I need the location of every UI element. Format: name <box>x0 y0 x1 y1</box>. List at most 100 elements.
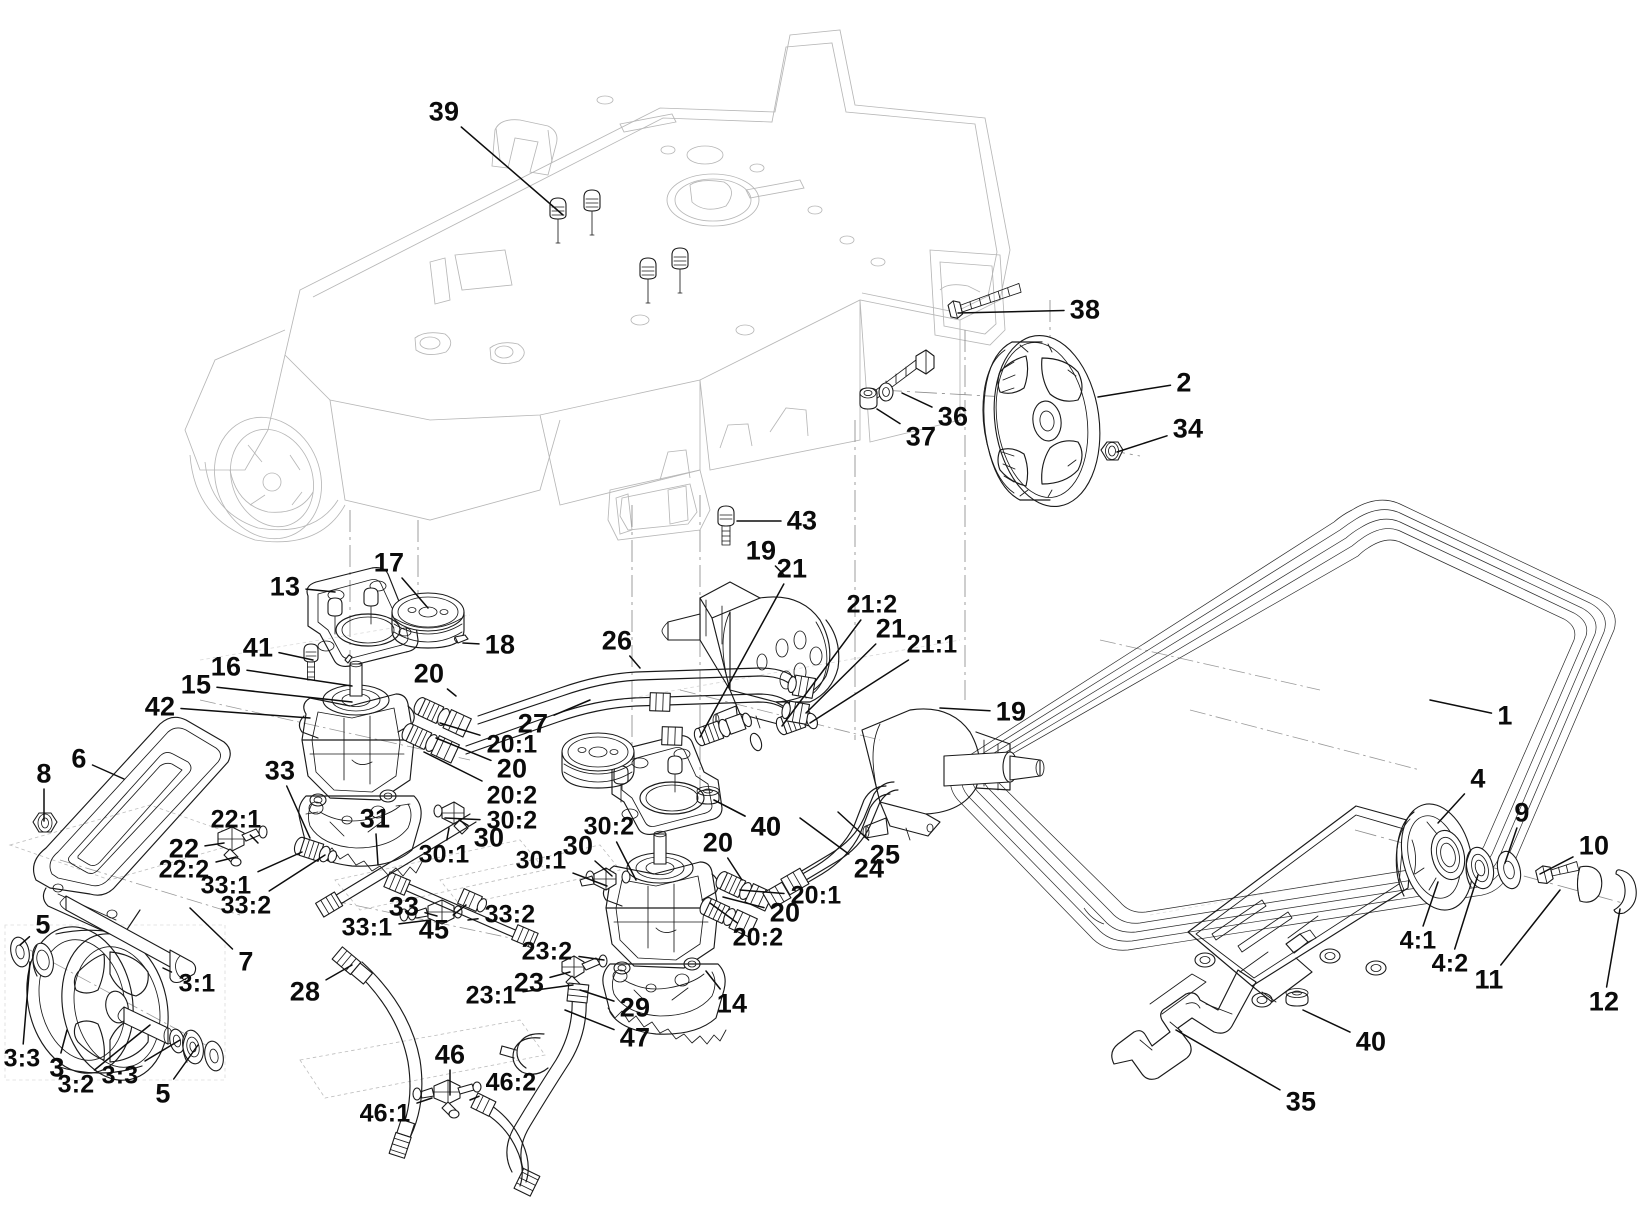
leader-25 <box>837 811 870 841</box>
deck-bolts <box>549 189 689 304</box>
callout-38: 38 <box>1069 294 1101 325</box>
clamp-47 <box>499 1033 549 1075</box>
leader-34 <box>1116 435 1168 453</box>
bolt-38 <box>947 283 1022 319</box>
leader-45 <box>452 904 467 916</box>
callout-40: 40 <box>1355 1026 1387 1057</box>
leader-20 <box>726 857 743 881</box>
tube-31 <box>383 871 539 949</box>
leader-30 <box>594 860 613 877</box>
callout-21-1: 21:1 <box>906 630 958 659</box>
callout-5: 5 <box>35 909 51 940</box>
leader-3-2 <box>93 1024 151 1071</box>
callout-26: 26 <box>601 625 633 656</box>
leader-3-3 <box>144 1039 181 1062</box>
callout-3-3: 3:3 <box>101 1061 139 1090</box>
leader-3 <box>60 1029 68 1054</box>
leader-20-1 <box>739 889 785 895</box>
leader-30-2 <box>615 841 637 881</box>
leader-24 <box>799 817 850 855</box>
callout-18: 18 <box>484 629 516 660</box>
hose-46-branch <box>470 1092 529 1187</box>
leader-36 <box>901 392 933 408</box>
bearing-3-3b <box>182 1029 204 1065</box>
center-lines <box>4 300 1631 1099</box>
callout-30-2: 30:2 <box>486 806 538 835</box>
leader-20 <box>435 737 492 762</box>
washer-37b <box>878 382 894 402</box>
leader-33-1 <box>398 919 431 925</box>
callout-11: 11 <box>1474 964 1504 995</box>
callout-21: 21 <box>875 613 907 644</box>
callout-33-2: 33:2 <box>220 891 272 920</box>
elbow-30-center <box>579 867 631 891</box>
leader-39 <box>460 126 564 216</box>
key-18 <box>454 634 469 644</box>
leader-35 <box>1175 1029 1281 1091</box>
leader-31 <box>375 833 379 866</box>
washer-9 <box>1496 850 1522 890</box>
right-hydro-pump <box>602 830 727 1045</box>
leader-30-1 <box>446 827 450 841</box>
callout-20-1: 20:1 <box>790 881 842 910</box>
callout-13: 13 <box>269 571 301 602</box>
wheel-motor-front <box>861 708 1045 841</box>
leader-20-2 <box>423 751 483 782</box>
washer-5-right <box>204 1040 224 1072</box>
leader-46-1 <box>416 1097 433 1104</box>
tee-46 <box>412 1079 482 1119</box>
leader-6 <box>91 764 125 780</box>
callout-21: 21 <box>776 553 808 584</box>
bolt-43 <box>717 505 735 546</box>
leader-20 <box>722 896 765 909</box>
hose-29 <box>499 982 590 1197</box>
callout-17: 17 <box>373 547 405 578</box>
leader-4-2 <box>1453 874 1479 950</box>
callout-3-2: 3:2 <box>57 1070 95 1099</box>
elbow-22 <box>217 825 268 867</box>
nut-34 <box>1100 441 1124 461</box>
hydraulic-tubes <box>465 667 899 910</box>
leader-19 <box>774 565 786 577</box>
callout-20-2: 20:2 <box>486 781 538 810</box>
callout-2: 2 <box>1176 367 1192 398</box>
callout-30-1: 30:1 <box>418 840 470 869</box>
callout-3-1: 3:1 <box>178 969 216 998</box>
leader-13 <box>305 588 336 593</box>
rear-idler-wheel <box>1395 803 1474 911</box>
leader-41 <box>278 651 314 661</box>
leader-lines <box>19 126 1621 1104</box>
callout-33-1: 33:1 <box>200 871 252 900</box>
snap-ring-12 <box>1613 869 1637 915</box>
callout-22-1: 22:1 <box>210 805 262 834</box>
leader-26 <box>629 655 641 669</box>
drive-pulley-right <box>561 732 635 789</box>
leader-30-1 <box>572 872 608 887</box>
drive-pulley <box>391 592 465 649</box>
callout-10: 10 <box>1578 830 1610 861</box>
leader-40 <box>1302 1009 1351 1033</box>
callout-45: 45 <box>418 914 450 945</box>
leader-17 <box>401 577 429 609</box>
leader-12 <box>1605 908 1621 988</box>
bearing-3-3-left <box>32 942 54 978</box>
leader-20-2 <box>709 902 739 924</box>
callout-16: 16 <box>210 651 242 682</box>
leader-5 <box>19 935 31 946</box>
callout-23: 23 <box>513 967 545 998</box>
washer-5-left <box>10 936 30 968</box>
callout-4-2: 4:2 <box>1431 949 1469 978</box>
leader-14 <box>705 970 721 990</box>
leader-28 <box>325 964 353 981</box>
callout-3-3: 3:3 <box>3 1044 41 1073</box>
callout-28: 28 <box>289 976 321 1007</box>
leader-21 <box>805 643 877 714</box>
leader-22 <box>204 842 225 847</box>
spacer-37 <box>859 387 878 410</box>
bolt-41 <box>303 643 319 681</box>
callout-5: 5 <box>155 1078 171 1109</box>
callout-20-2: 20:2 <box>732 923 784 952</box>
leader-16 <box>246 669 353 687</box>
left-hydro-pump <box>298 693 423 877</box>
leader-2 <box>1097 384 1172 398</box>
